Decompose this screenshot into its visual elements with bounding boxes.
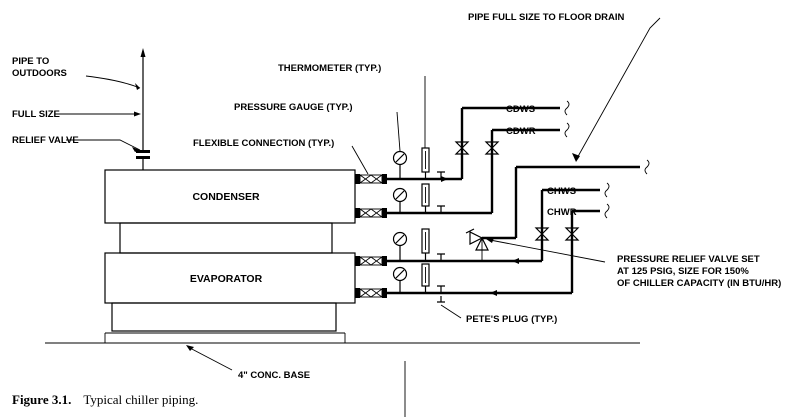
evaporator-unit: EVAPORATOR: [104, 252, 356, 304]
valve-chws: [534, 224, 550, 241]
chiller-base-skid: [111, 302, 337, 332]
flexible-connection-2: [355, 208, 387, 218]
label-floor-drain: PIPE FULL SIZE TO FLOOR DRAIN: [468, 12, 625, 23]
label-cdwr: CDWR: [506, 126, 536, 137]
petes-plug-leader: [440, 304, 462, 319]
flexible-connection-4: [355, 288, 387, 298]
thermometer-4: [421, 263, 430, 293]
pressure-gauge-3: [392, 231, 408, 261]
condenser-return-pipe: [387, 128, 560, 215]
evaporator-label: EVAPORATOR: [190, 273, 263, 285]
conc-base-leader: [187, 346, 233, 371]
label-flexible-connection: FLEXIBLE CONNECTION (TYP.): [193, 138, 334, 149]
flexible-connection-1: [355, 174, 387, 184]
thermometer-1: [421, 147, 430, 179]
label-full-size: FULL SIZE: [12, 109, 60, 120]
chiller-spacer: [119, 222, 333, 254]
label-relief-valve: RELIEF VALVE: [12, 135, 79, 146]
caption-figure-number: Figure 3.1.: [12, 392, 71, 407]
label-chws: CHWS: [547, 186, 576, 197]
label-conc-base: 4" CONC. BASE: [238, 370, 310, 381]
thermometer-2: [421, 183, 430, 213]
label-prv-line2: AT 125 PSIG, SIZE FOR 150%: [617, 266, 749, 277]
valve-cdws: [454, 138, 470, 155]
petes-plugs: [437, 171, 445, 303]
flexible-connection-leader: [351, 145, 369, 175]
pressure-gauge-4: [392, 266, 408, 293]
label-cdws: CDWS: [506, 104, 535, 115]
thermometer-3: [421, 228, 430, 261]
label-prv-line1: PRESSURE RELIEF VALVE SET: [617, 254, 760, 265]
label-outdoors: OUTDOORS: [12, 68, 67, 79]
flexible-connection-3: [355, 256, 387, 266]
label-chwr: CHWR: [547, 207, 577, 218]
label-prv-line3: OF CHILLER CAPACITY (IN BTU/HR): [617, 278, 781, 289]
pipe-break-symbols: [564, 100, 650, 219]
condenser-label: CONDENSER: [192, 191, 260, 203]
condenser-unit: CONDENSER: [104, 169, 356, 224]
pressure-gauge-1: [392, 150, 408, 179]
pipe-to-outdoors-leader: [85, 75, 141, 89]
evaporator-return-pipe: [387, 209, 600, 296]
label-thermometer: THERMOMETER (TYP.): [278, 63, 381, 74]
caption-text: Typical chiller piping.: [83, 392, 198, 407]
floor-drain-leader: [575, 17, 661, 161]
valve-chwr: [564, 224, 580, 241]
label-petes-plug: PETE'S PLUG (TYP.): [466, 314, 557, 325]
floor-drain-pipe: [481, 165, 640, 261]
condenser-supply-pipe: [387, 106, 560, 182]
label-pipe-to: PIPE TO: [12, 56, 49, 67]
evaporator-supply-pipe: [387, 188, 600, 264]
label-pressure-gauge: PRESSURE GAUGE (TYP.): [234, 102, 353, 113]
figure-caption: Figure 3.1. Typical chiller piping.: [12, 391, 198, 408]
prv-leader: [489, 239, 606, 263]
valve-cdwr: [484, 138, 500, 155]
pressure-gauge-leader: [396, 111, 401, 152]
pressure-gauge-2: [392, 187, 408, 213]
relief-vent-pipe: [136, 48, 150, 170]
pressure-relief-valve: [465, 228, 489, 251]
